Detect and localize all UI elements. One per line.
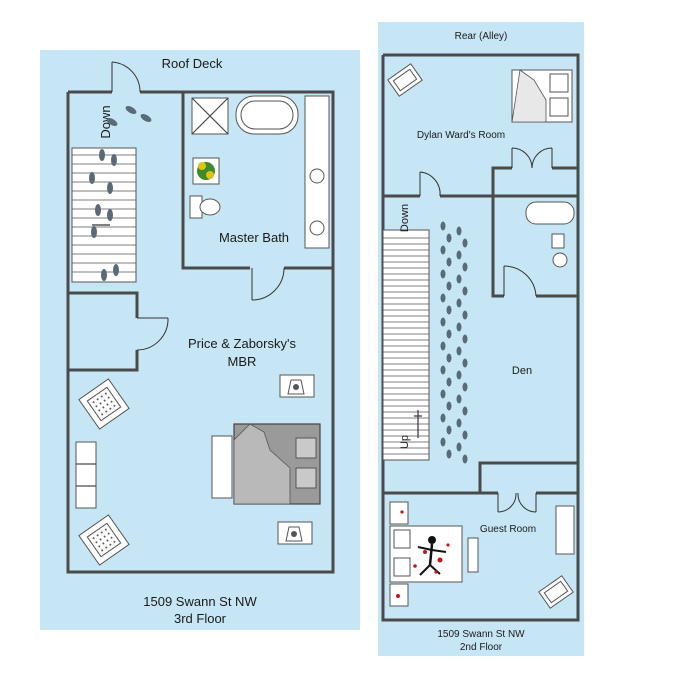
footprint-icon <box>462 406 468 416</box>
second-floor-stairs-down-label: Down <box>399 204 411 232</box>
footprint-icon <box>446 425 452 435</box>
footprint-icon <box>456 418 462 428</box>
footprint-icon <box>462 334 468 344</box>
footprint-icon <box>456 274 462 284</box>
dylan-room-furniture <box>387 63 573 123</box>
mbr-label-line2: MBR <box>228 354 257 369</box>
footprint-icon <box>462 382 468 392</box>
footprint-icon <box>462 262 468 272</box>
footprint-icon <box>446 305 452 315</box>
footprint-icon <box>440 269 446 279</box>
bath-door <box>251 267 285 301</box>
footprint-icon <box>456 394 462 404</box>
blood-stains <box>396 510 450 598</box>
footprint-icon <box>440 317 446 327</box>
footprint-icon <box>462 358 468 368</box>
master-bath-label: Master Bath <box>219 230 289 245</box>
second-floor-bath-fixtures <box>525 201 575 268</box>
third-floor-footprints <box>89 106 152 281</box>
armchair-icon <box>78 378 130 430</box>
footprint-icon <box>446 377 452 387</box>
guest-room-furniture <box>389 501 575 609</box>
footprint-icon <box>446 401 452 411</box>
second-floor-doors <box>419 147 553 513</box>
sink-icon-3 <box>552 252 568 268</box>
desk-icon-2 <box>538 575 574 609</box>
footprint-icon <box>456 370 462 380</box>
third-floor-stairs <box>71 147 137 283</box>
roof-deck-label: Roof Deck <box>162 56 223 71</box>
footprint-icon <box>462 454 468 464</box>
master-bath-fixtures <box>189 95 330 249</box>
footprint-icon <box>462 238 468 248</box>
footprint-icon <box>456 346 462 356</box>
footprint-icon <box>446 353 452 363</box>
rear-alley-label: Rear (Alley) <box>455 31 508 42</box>
footprint-icon <box>456 322 462 332</box>
nightstand-icon <box>389 501 409 525</box>
lamp-icon <box>279 374 315 398</box>
second-floor-plan: Down Up Dylan Ward's Room Den <box>378 22 584 656</box>
second-floor-walls <box>381 53 580 622</box>
second-floor-footprints <box>440 221 468 464</box>
plant-icon <box>192 157 220 185</box>
dresser-icon <box>75 441 97 509</box>
footprint-icon <box>440 341 446 351</box>
den-label: Den <box>512 365 532 377</box>
third-floor-stairs-label: Down <box>98 105 113 138</box>
second-floor-stairs-up-label: Up <box>399 435 411 449</box>
footprint-icon <box>446 233 452 243</box>
footprint-icon <box>440 365 446 375</box>
bed-icon <box>211 423 321 505</box>
dylan-room-label: Dylan Ward's Room <box>417 130 505 141</box>
second-floor-address: 1509 Swann St NW <box>437 629 525 640</box>
footprint-icon <box>462 430 468 440</box>
footprint-icon <box>446 329 452 339</box>
footprint-icon <box>456 442 462 452</box>
footprint-icon <box>456 298 462 308</box>
mbr-label-line1: Price & Zaborsky's <box>188 336 296 351</box>
mbr-furniture <box>75 374 321 566</box>
footprint-icon <box>456 226 462 236</box>
roof-deck-door <box>111 61 141 93</box>
footprint-icon <box>446 281 452 291</box>
footprint-icon <box>440 293 446 303</box>
footprint-icon <box>440 437 446 447</box>
closet-door <box>136 317 169 351</box>
footprint-icon <box>462 310 468 320</box>
second-floor-number: 2nd Floor <box>460 642 503 653</box>
toilet-icon-2 <box>551 233 565 249</box>
footprint-icon <box>440 245 446 255</box>
desk-icon <box>387 63 423 97</box>
sink-icon <box>309 168 325 184</box>
third-floor-walls <box>66 90 335 574</box>
armchair-icon-2 <box>78 514 130 566</box>
sink-icon-2 <box>309 220 325 236</box>
dresser-icon-2 <box>555 505 575 555</box>
footprint-icon <box>456 250 462 260</box>
footprint-icon <box>440 221 446 231</box>
footprint-icon <box>440 413 446 423</box>
footprint-icon <box>462 286 468 296</box>
footprint-icon <box>440 389 446 399</box>
victim-outline-icon <box>417 536 447 576</box>
bed-icon-3 <box>389 525 463 583</box>
toilet-icon <box>199 198 221 216</box>
bathtub-icon-2 <box>525 201 575 225</box>
bed-icon-2 <box>511 69 573 123</box>
footprint-icon <box>446 449 452 459</box>
bench-icon <box>467 537 479 573</box>
second-floor-stairs <box>382 229 430 461</box>
footprint-icon <box>446 257 452 267</box>
third-floor-plan: Down <box>40 50 360 630</box>
guest-room-label: Guest Room <box>480 524 536 535</box>
third-floor-address: 1509 Swann St NW <box>143 594 257 609</box>
third-floor-number: 3rd Floor <box>174 611 227 626</box>
lamp-icon-2 <box>277 521 313 545</box>
